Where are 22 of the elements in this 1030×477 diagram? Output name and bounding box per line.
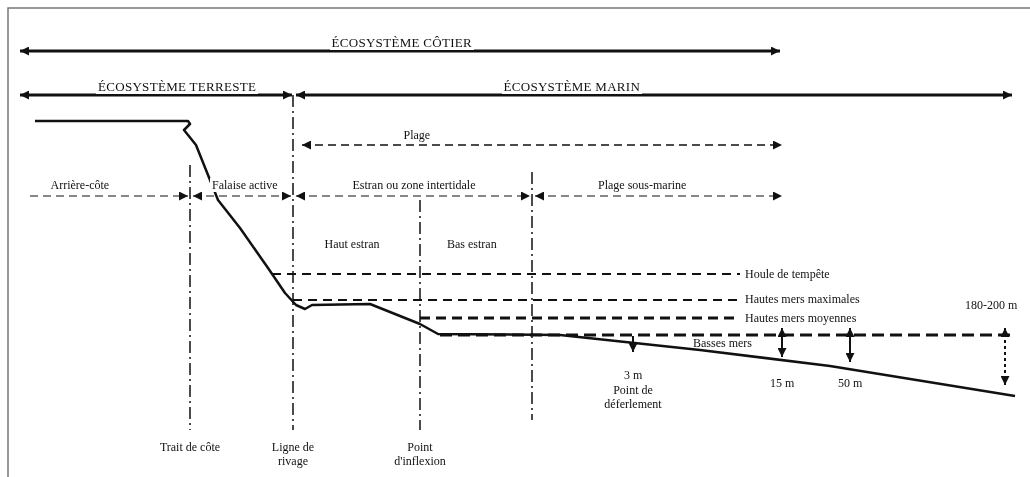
boundary-label: Ligne de rivage bbox=[270, 440, 316, 468]
zone-label: ÉCOSYSTÈME MARIN bbox=[501, 80, 643, 94]
zone-label: ÉCOSYSTÈME TERRESTE bbox=[96, 80, 259, 94]
boundary-label: Point d'inflexion bbox=[393, 440, 447, 468]
zone-label: Haut estran bbox=[322, 237, 382, 251]
zone-label: Plage bbox=[401, 128, 433, 142]
water-level-label: Hautes mers maximales bbox=[745, 292, 860, 306]
zone-label: Arrière-côte bbox=[48, 178, 112, 192]
zone-label: Plage sous-marine bbox=[596, 178, 689, 192]
depth-label: 180-200 m bbox=[965, 298, 1018, 312]
water-level-label: Basses mers bbox=[693, 336, 752, 350]
point-label: Point de déferlement bbox=[603, 383, 663, 411]
water-level-label: Hautes mers moyennes bbox=[745, 311, 857, 325]
depth-label: 50 m bbox=[838, 376, 863, 390]
zone-label: ÉCOSYSTÈME CÔTIER bbox=[329, 36, 475, 50]
depth-label: 15 m bbox=[770, 376, 795, 390]
water-level-label: Houle de tempête bbox=[745, 267, 830, 281]
zone-label: Estran ou zone intertidale bbox=[350, 178, 478, 192]
zone-label: Falaise active bbox=[210, 178, 280, 192]
zone-label: Bas estran bbox=[445, 237, 499, 251]
depth-label: 3 m bbox=[624, 368, 643, 382]
boundary-label: Trait de côte bbox=[159, 440, 221, 454]
